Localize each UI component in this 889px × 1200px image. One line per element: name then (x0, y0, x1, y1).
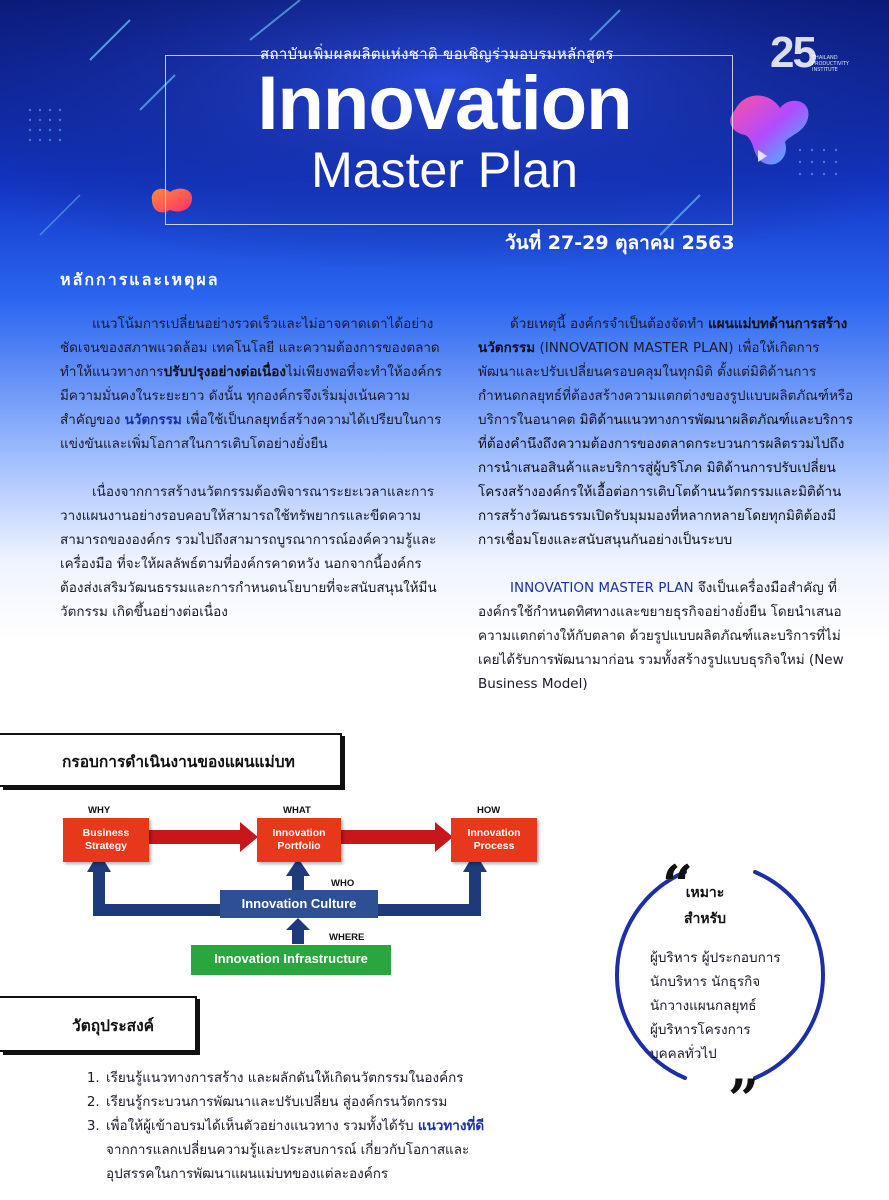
text: เพื่อให้ผู้เข้าอบรมได้เห็นตัวอย่างแนวทาง… (106, 1118, 418, 1134)
banner-decoration (0, 0, 889, 270)
label-who: WHO (331, 878, 355, 889)
objective-item: เรียนรู้กระบวนการพัฒนาและปรับเปลี่ยน สู่… (104, 1090, 504, 1114)
rationale-paragraph-2: เนื่องจากการสร้างนวัตกรรมต้องพิจารณาระยะ… (60, 484, 437, 620)
arrow-up-process (463, 852, 487, 872)
suitable-list: ผู้บริหาร ผู้ประกอบการ นักบริหาร นักธุรก… (650, 946, 781, 1066)
objective-item: เรียนรู้แนวทางการสร้าง และผลักดันให้เกิด… (104, 1066, 504, 1090)
rationale-paragraph-1: แนวโน้มการเปลี่ยนอย่างรวดเร็วและไม่อาจคา… (60, 312, 442, 456)
objective-item: เพื่อให้ผู้เข้าอบรมได้เห็นตัวอย่างแนวทาง… (104, 1114, 504, 1186)
label-what: WHAT (283, 805, 311, 816)
highlight-continuous-improvement: ปรับปรุงอย่างต่อเนื่อง (163, 364, 286, 380)
box-business-strategy: Business Strategy (63, 818, 149, 862)
suitable-title-line1: เหมาะ (685, 885, 725, 901)
title-master-plan: Master Plan (311, 142, 578, 198)
spacer (60, 456, 442, 480)
rationale-paragraph-4: INNOVATION MASTER PLAN จึงเป็นเครื่องมือ… (478, 576, 856, 696)
close-quote-icon: ” (728, 1067, 760, 1131)
text: จึงเป็นเครื่องมือสำคัญ ที่องค์กรใช้กำหนด… (478, 580, 844, 692)
highlight-imp-name: INNOVATION MASTER PLAN (510, 580, 694, 596)
title-frame (165, 55, 733, 225)
box-innovation-culture: Innovation Culture (220, 890, 378, 918)
rationale-paragraph-3: ด้วยเหตุนี้ องค์กรจำเป็นต้องจัดทำ แผนแม่… (478, 312, 856, 552)
suitable-item: ผู้บริหารโครงการ (650, 1022, 751, 1038)
anniversary-logo: 25 (770, 28, 817, 77)
suitable-title-line2: สำหรับ (683, 911, 727, 927)
label-why: WHY (88, 805, 111, 816)
rationale-left-column: แนวโน้มการเปลี่ยนอย่างรวดเร็วและไม่อาจคา… (60, 312, 442, 624)
logo-institute-text: THAILAND PRODUCTIVITY INSTITUTE (812, 55, 849, 73)
objectives-heading-box: วัตถุประสงค์ (0, 996, 197, 1052)
suitable-item: ผู้บริหาร ผู้ประกอบการ (650, 950, 781, 966)
text: เพื่อใช้เป็นกลยุทธ์สร้างความได้เปรียบในก… (60, 412, 442, 452)
label-how: HOW (477, 805, 501, 816)
arrow-up-portfolio (286, 858, 310, 876)
text: ไม่เพียงพอที่จะทำให้องค์กรมีความมั่นคงใน… (60, 364, 442, 428)
highlight-good-practice: แนวทางที่ดี (417, 1118, 485, 1134)
text: จากการแลกเปลี่ยนความรู้และประสบการณ์ เกี… (106, 1142, 470, 1182)
arrow-up-culture (286, 918, 310, 930)
arrow-stem-infra (292, 926, 304, 944)
title-innovation: Innovation (257, 61, 632, 146)
text: แนวโน้มการเปลี่ยนอย่างรวดเร็วและไม่อาจคา… (60, 316, 440, 380)
framework-heading-box: กรอบการดำเนินงานของแผนแม่บท (0, 733, 342, 787)
highlight-innovation: นวัตกรรม (124, 412, 182, 428)
suitable-item: บุคคลทั่วไป (650, 1046, 717, 1062)
box-innovation-portfolio: Innovation Portfolio (257, 818, 341, 862)
text: (INNOVATION MASTER PLAN) เพื่อให้เกิดการ… (478, 340, 854, 428)
arrow-what-to-how (338, 822, 453, 852)
suitable-item: นักบริหาร นักธุรกิจ (650, 974, 761, 990)
arrow-why-to-what (147, 822, 258, 852)
spacer (478, 552, 856, 576)
suitable-circle (614, 870, 826, 1080)
text: ด้วยเหตุนี้ องค์กรจำเป็นต้องจัดทำ (510, 316, 709, 332)
text: มิติด้านแนวทางการพัฒนาผลิตภัณฑ์และบริการ… (478, 412, 854, 548)
arrow-up-strategy (87, 852, 111, 872)
open-quote-icon: “ (662, 853, 694, 917)
label-where: WHERE (329, 932, 365, 943)
box-innovation-infrastructure: Innovation Infrastructure (191, 945, 391, 975)
event-date: วันที่ 27-29 ตุลาคม 2563 (505, 232, 735, 254)
banner-subtitle: สถาบันเพิ่มผลผลิตแห่งชาติ ขอเชิญร่วมอบรม… (260, 45, 614, 63)
framework-heading: กรอบการดำเนินงานของแผนแม่บท (62, 753, 295, 771)
objectives-heading: วัตถุประสงค์ (72, 1017, 155, 1035)
box-innovation-process: Innovation Process (451, 818, 537, 862)
objectives-list: เรียนรู้แนวทางการสร้าง และผลักดันให้เกิด… (80, 1066, 504, 1186)
suitable-item: นักวางแผนกลยุทธ์ (650, 998, 757, 1014)
framework-diagram: WHY WHAT HOW Business Strategy Innovatio… (55, 800, 545, 980)
rationale-right-column: ด้วยเหตุนี้ องค์กรจำเป็นต้องจัดทำ แผนแม่… (478, 312, 856, 696)
section-heading-rationale: หลักการและเหตุผล (60, 270, 220, 289)
header-banner: สถาบันเพิ่มผลผลิตแห่งชาติ ขอเชิญร่วมอบรม… (0, 0, 889, 270)
highlight-master-plan: แผนแม่บทด้านการสร้างนวัตกรรม (478, 316, 848, 356)
